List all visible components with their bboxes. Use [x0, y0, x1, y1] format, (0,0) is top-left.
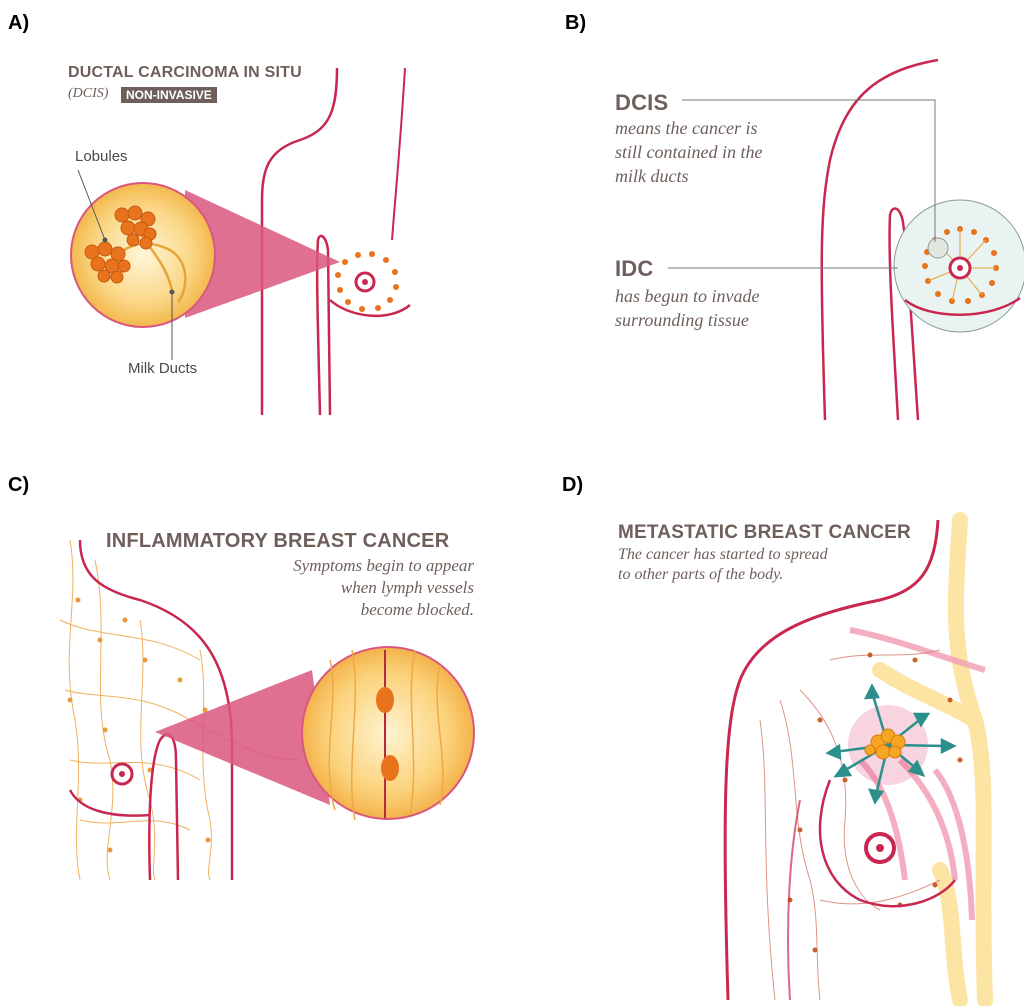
- breast-bottom-outline: [330, 300, 410, 316]
- torso-outline-c: [80, 540, 232, 880]
- arm-outline: [392, 68, 405, 240]
- zoom-circle-c: [302, 647, 474, 819]
- panel-c-illustration: [0, 500, 512, 900]
- dcis-leader: [682, 100, 935, 242]
- breast-bottom-c: [70, 790, 150, 816]
- panel-a-illustration: [0, 0, 512, 420]
- panel-c-label: C): [8, 474, 29, 497]
- panel-b-illustration: [512, 0, 1024, 420]
- panel-d-illustration: [512, 500, 1024, 1006]
- nipple-d: [866, 834, 894, 862]
- blocked-node-lower: [381, 755, 399, 781]
- dcis-marker: [928, 238, 948, 258]
- nipple-a: [356, 273, 374, 291]
- nipple-b: [950, 258, 970, 278]
- blocked-node-upper: [376, 687, 394, 713]
- panel-d-label: D): [562, 474, 583, 497]
- nipple-c: [112, 764, 132, 784]
